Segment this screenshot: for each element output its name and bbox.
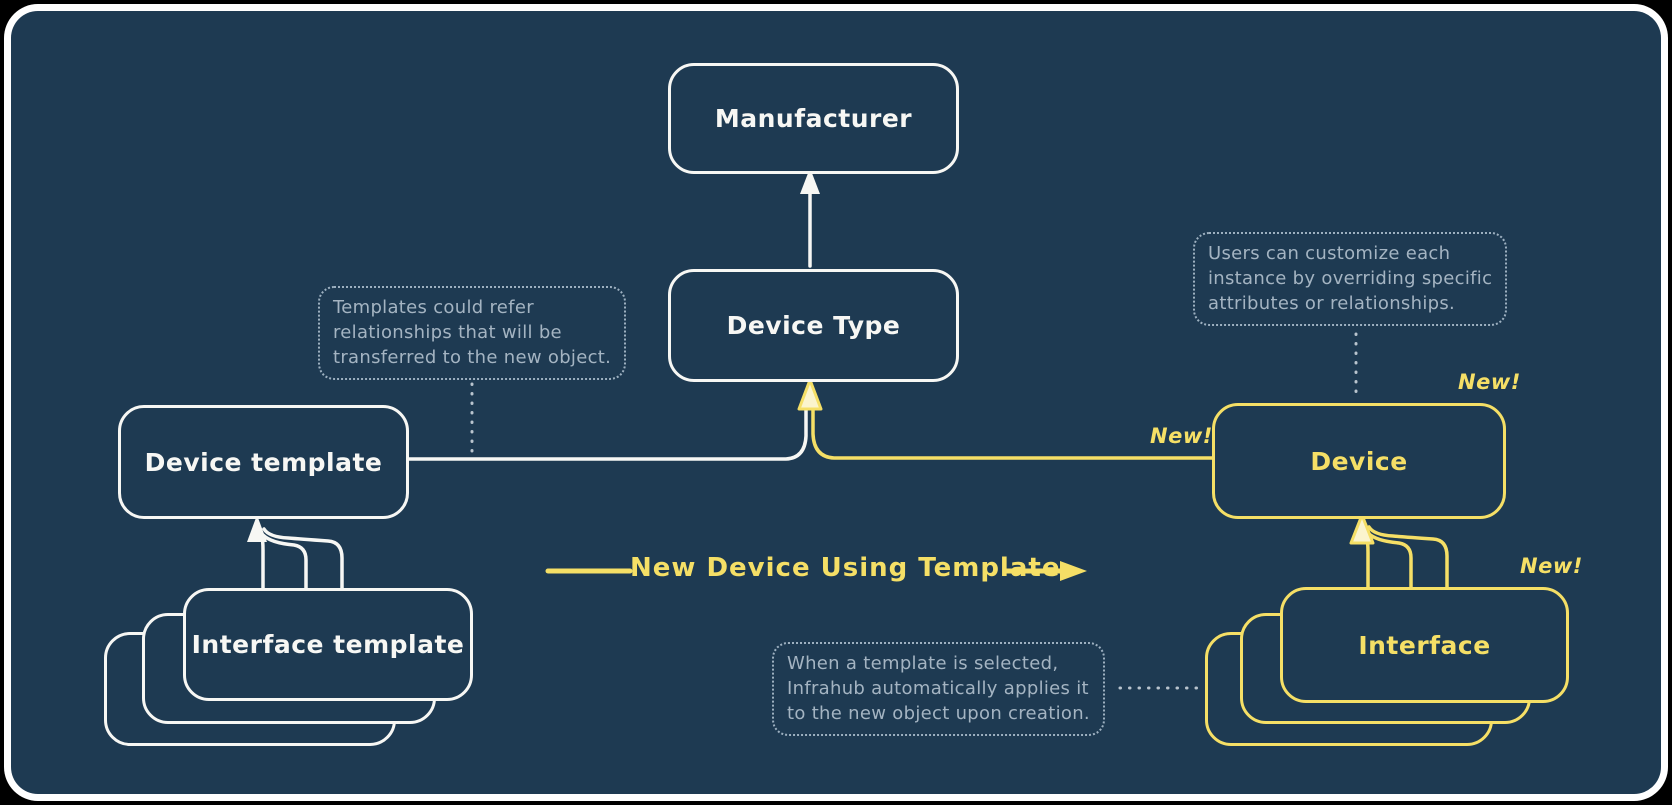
badge-new-device-line: New! (1150, 424, 1213, 448)
node-interface: Interface (1280, 587, 1569, 703)
node-manufacturer: Manufacturer (668, 63, 959, 174)
edge-interfacetemplate-2 (261, 533, 308, 594)
node-device-template: Device template (118, 405, 409, 519)
badge-new-interface-top: New! (1520, 554, 1583, 578)
edge-device-to-devicetype (811, 400, 1214, 460)
edge-interface-3 (1367, 525, 1449, 592)
node-device-type-label: Device Type (726, 311, 901, 340)
node-device-template-label: Device template (144, 447, 383, 477)
edge-interfacetemplate-3 (262, 527, 344, 594)
node-interface-template: Interface template (183, 588, 473, 701)
flow-label: New Device Using Template (630, 553, 1061, 583)
arrowhead-device-icon (1349, 513, 1375, 545)
arrowhead-devicetemplate-icon (247, 515, 267, 542)
note-templates: Templates could refer relationships that… (318, 286, 627, 381)
node-device-type: Device Type (668, 269, 959, 382)
node-device-label: Device (1310, 446, 1408, 476)
edge-interface-2 (1366, 531, 1413, 592)
note-customize: Users can customize each instance by ove… (1193, 232, 1508, 327)
node-interface-label: Interface (1358, 630, 1491, 660)
arrowhead-manufacturer-icon (800, 168, 820, 194)
arrowhead-devicetype-icon (797, 378, 823, 411)
badge-new-device-top: New! (1458, 370, 1521, 394)
note-apply: When a template is selected, Infrahub au… (772, 642, 1105, 737)
node-interface-template-label: Interface template (191, 630, 465, 659)
node-device: Device (1212, 403, 1506, 519)
edge-devicetemplate-to-devicetype (401, 400, 808, 461)
flow-arrowhead-icon (1060, 561, 1087, 581)
node-manufacturer-label: Manufacturer (714, 104, 913, 133)
